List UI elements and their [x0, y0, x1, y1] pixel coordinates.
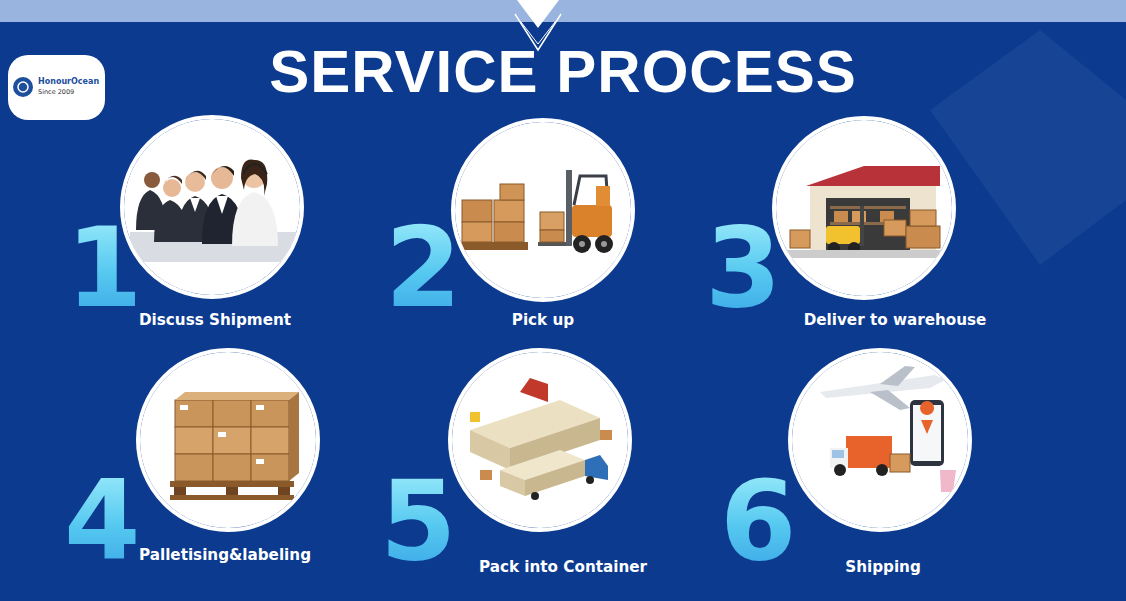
logo-badge: HonourOceanSince 2009 [8, 55, 105, 120]
brand-name: HonourOcean [38, 78, 99, 87]
circle-outline [448, 348, 632, 532]
callout-number: 4 [64, 466, 141, 576]
circle-outline [788, 348, 972, 532]
circle-outline [772, 116, 956, 300]
brand-since: Since 2009 [38, 89, 74, 96]
circle-outline [136, 348, 320, 532]
callout-number: 5 [380, 466, 457, 576]
step-label: Deliver to warehouse [745, 309, 1045, 331]
step-label: Pack into Container [413, 556, 713, 578]
callout-number: 3 [705, 213, 782, 323]
circle-outline [451, 118, 635, 302]
callout-number: 1 [66, 213, 143, 323]
callout-number: 6 [720, 466, 797, 576]
callout-number: 2 [385, 213, 462, 323]
title: SERVICE PROCESS [0, 42, 1126, 102]
circle-outline [120, 115, 304, 299]
